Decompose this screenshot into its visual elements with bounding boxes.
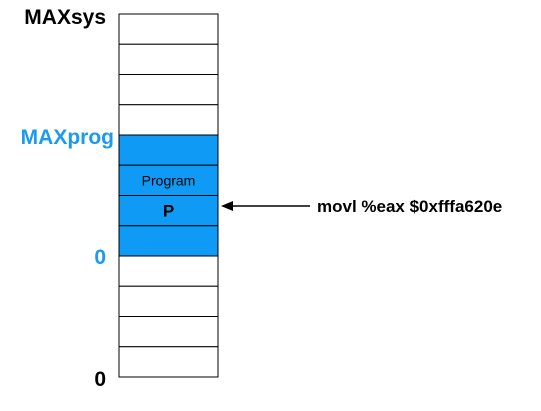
maxprog-label: MAXprog — [21, 126, 114, 149]
memory-cell — [118, 346, 219, 378]
memory-cell — [118, 104, 219, 136]
memory-cell — [118, 134, 219, 166]
memory-cell — [118, 13, 219, 45]
memory-cell-label: Program — [142, 172, 196, 188]
memory-cell — [118, 255, 219, 287]
memory-cell — [118, 316, 219, 348]
program-zero-label: 0 — [94, 246, 106, 269]
memory-cell — [118, 195, 219, 227]
annotation-arrow — [221, 201, 310, 211]
arrow-head-icon — [221, 201, 233, 211]
memory-cell-label: P — [163, 202, 174, 221]
maxsys-label: MAXsys — [24, 6, 106, 29]
memory-cell — [118, 225, 219, 257]
memory-cell — [118, 164, 219, 196]
memory-cell — [118, 285, 219, 317]
instruction-label: movl %eax $0xfffa620e — [317, 197, 502, 216]
system-zero-label: 0 — [94, 368, 106, 391]
memory-cell — [118, 74, 219, 106]
memory-cell — [118, 43, 219, 75]
